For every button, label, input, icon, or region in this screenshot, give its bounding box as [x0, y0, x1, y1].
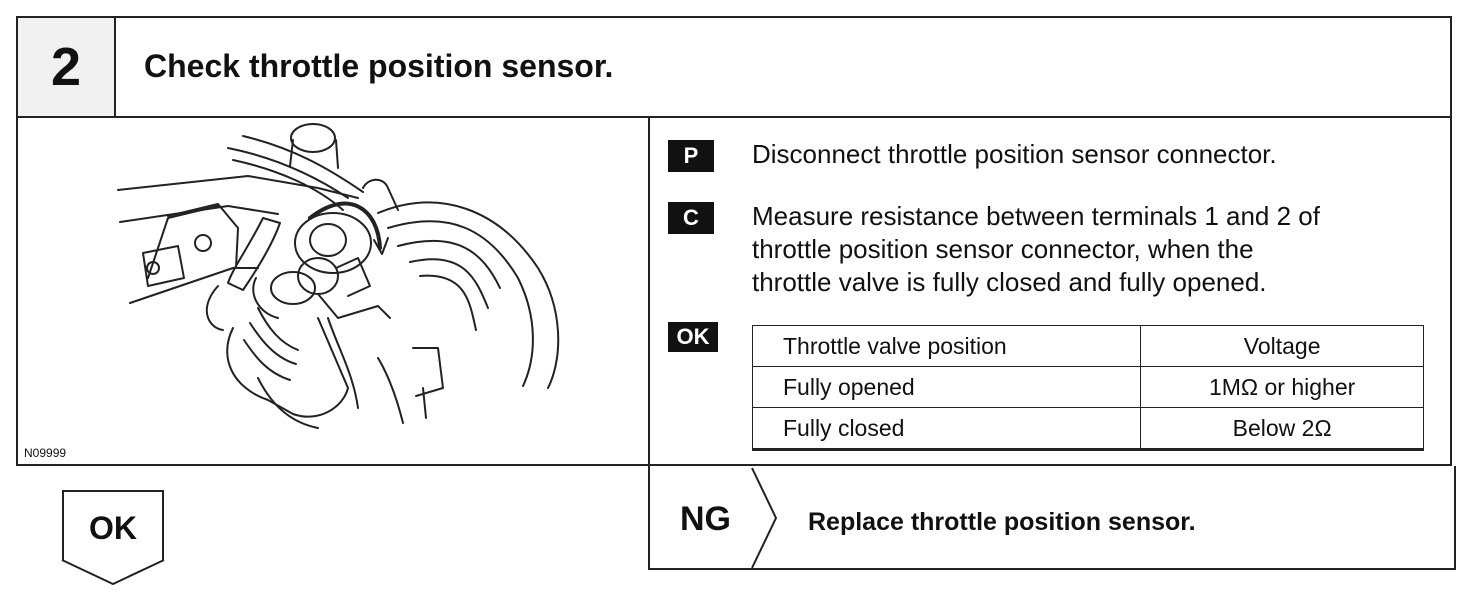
- cell-position: Fully closed: [751, 407, 1142, 451]
- table-row: Fully opened 1MΩ or higher: [751, 366, 1424, 408]
- ok-result-box: [62, 490, 164, 560]
- illustration-panel: N09999: [18, 118, 650, 464]
- step-header: 2 Check throttle position sensor.: [18, 18, 1450, 118]
- procedure-frame: 2 Check throttle position sensor.: [16, 16, 1452, 466]
- check-line-3: throttle valve is fully closed and fully…: [752, 267, 1267, 297]
- header-position: Throttle valve position: [751, 325, 1142, 367]
- instruction-panel: P Disconnect throttle position sensor co…: [650, 118, 1450, 464]
- ng-action-text: Replace throttle position sensor.: [808, 508, 1196, 536]
- down-arrow-icon: [61, 559, 165, 586]
- check-instruction: Measure resistance between terminals 1 a…: [752, 200, 1422, 299]
- figure-id: N09999: [24, 446, 67, 460]
- step-number-box: 2: [18, 18, 116, 116]
- check-line-2: throttle position sensor connector, when…: [752, 234, 1254, 264]
- prep-badge: P: [668, 140, 714, 172]
- chevron-right-icon: [751, 467, 778, 569]
- check-line-1: Measure resistance between terminals 1 a…: [752, 201, 1320, 231]
- check-badge: C: [668, 202, 714, 234]
- header-voltage: Voltage: [1140, 325, 1424, 367]
- ok-badge: OK: [668, 322, 718, 352]
- step-number: 2: [50, 37, 82, 97]
- ng-result-box: [648, 466, 1456, 570]
- cell-position: Fully opened: [751, 366, 1142, 408]
- spec-table: Throttle valve position Voltage Fully op…: [751, 325, 1424, 451]
- step-title: Check throttle position sensor.: [144, 48, 614, 84]
- ng-result-label: NG: [680, 500, 731, 538]
- prep-instruction: Disconnect throttle position sensor conn…: [752, 139, 1277, 169]
- table-row: Fully closed Below 2Ω: [751, 407, 1424, 451]
- cell-value: Below 2Ω: [1140, 407, 1424, 451]
- ok-result-label: OK: [89, 510, 137, 546]
- cell-value: 1MΩ or higher: [1140, 366, 1424, 408]
- spec-header-row: Throttle valve position Voltage: [751, 325, 1424, 367]
- throttle-sensor-illustration: [117, 123, 560, 429]
